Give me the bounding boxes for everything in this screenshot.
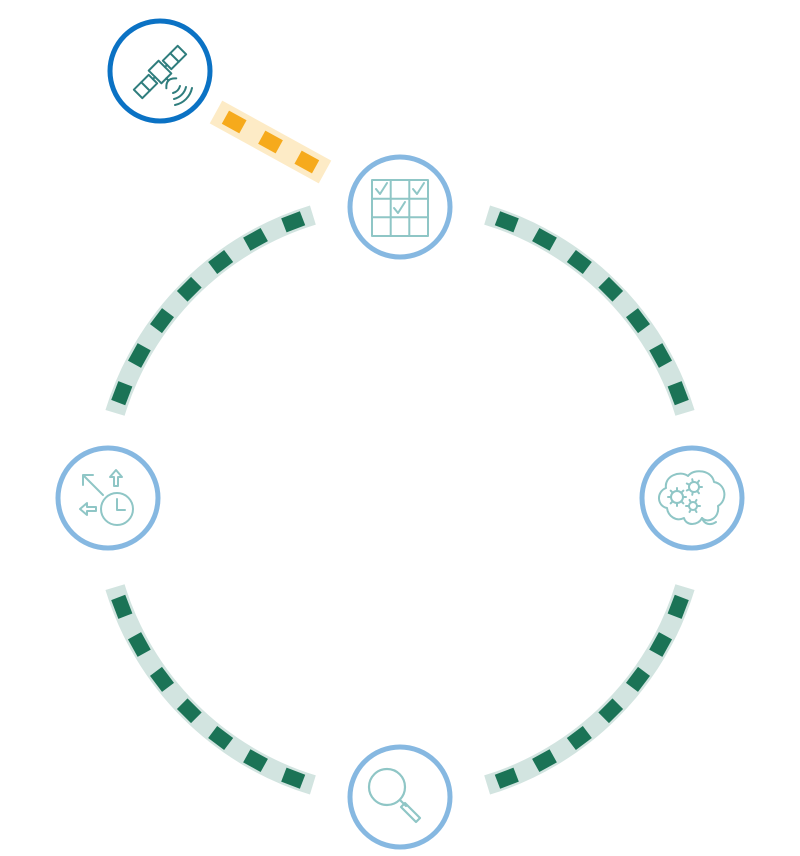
source-link xyxy=(209,100,332,184)
arc-block xyxy=(649,343,673,368)
link-block xyxy=(258,130,283,154)
arc-block xyxy=(243,749,268,773)
arc-block xyxy=(176,276,202,302)
arc-bottom-left xyxy=(105,584,316,795)
arc-block xyxy=(667,594,689,619)
link-block xyxy=(294,150,320,174)
arc-block xyxy=(625,308,651,334)
gear-tooth xyxy=(688,508,692,514)
node-right xyxy=(639,445,745,551)
gear-tooth xyxy=(685,482,691,486)
gear-tooth xyxy=(669,489,674,494)
gear-tooth xyxy=(696,489,700,495)
arc-connectors xyxy=(105,205,695,795)
gear-tooth xyxy=(680,500,685,505)
arc-block xyxy=(532,749,557,773)
arc-block xyxy=(149,666,175,692)
arc-block xyxy=(667,381,689,406)
gear-tooth xyxy=(694,498,698,504)
arc-block xyxy=(625,666,651,692)
arc-track xyxy=(105,584,316,795)
gear-tooth xyxy=(680,489,685,494)
arc-block xyxy=(176,698,202,724)
arc-block xyxy=(127,343,151,368)
arc-block xyxy=(598,276,624,302)
gear-tooth xyxy=(696,479,700,485)
source-ring xyxy=(107,18,213,124)
node-ring xyxy=(55,445,161,551)
arc-block xyxy=(208,725,234,751)
arc-block xyxy=(494,767,519,789)
arc-block xyxy=(208,249,234,275)
arc-block xyxy=(598,698,624,724)
arc-track xyxy=(484,584,695,795)
arc-block xyxy=(149,308,175,334)
gear-tooth xyxy=(691,490,694,496)
arc-block xyxy=(649,632,673,657)
satellite-icon xyxy=(132,44,193,106)
arc-block xyxy=(127,632,151,657)
node-left xyxy=(55,445,161,551)
node-top xyxy=(347,154,453,260)
link-block xyxy=(221,110,247,134)
node-bottom xyxy=(347,744,453,850)
source-node xyxy=(107,18,213,124)
arrows-clock-icon xyxy=(79,469,134,526)
arc-track xyxy=(484,205,695,416)
arc-block xyxy=(494,211,519,233)
node-ring xyxy=(347,154,453,260)
arc-top-right xyxy=(484,205,695,416)
arc-block xyxy=(243,227,268,251)
arc-block xyxy=(111,381,133,406)
arc-left-top xyxy=(105,205,316,416)
node-ring xyxy=(639,445,745,551)
gear-tooth xyxy=(685,488,691,492)
arc-block xyxy=(566,725,592,751)
gear-tooth xyxy=(688,498,692,504)
arc-block xyxy=(566,249,592,275)
gear-tooth xyxy=(694,508,698,514)
magnifier-icon xyxy=(367,767,422,824)
arc-block xyxy=(281,211,306,233)
gear-tooth xyxy=(691,478,694,484)
checklist-grid-icon xyxy=(371,179,429,237)
brain-gears-icon xyxy=(658,470,726,526)
arc-track xyxy=(105,205,316,416)
arc-block xyxy=(111,594,133,619)
arc-right-bottom xyxy=(484,584,695,795)
arc-block xyxy=(281,767,306,789)
node-ring xyxy=(347,744,453,850)
arc-block xyxy=(532,227,557,251)
gear-tooth xyxy=(669,500,674,505)
